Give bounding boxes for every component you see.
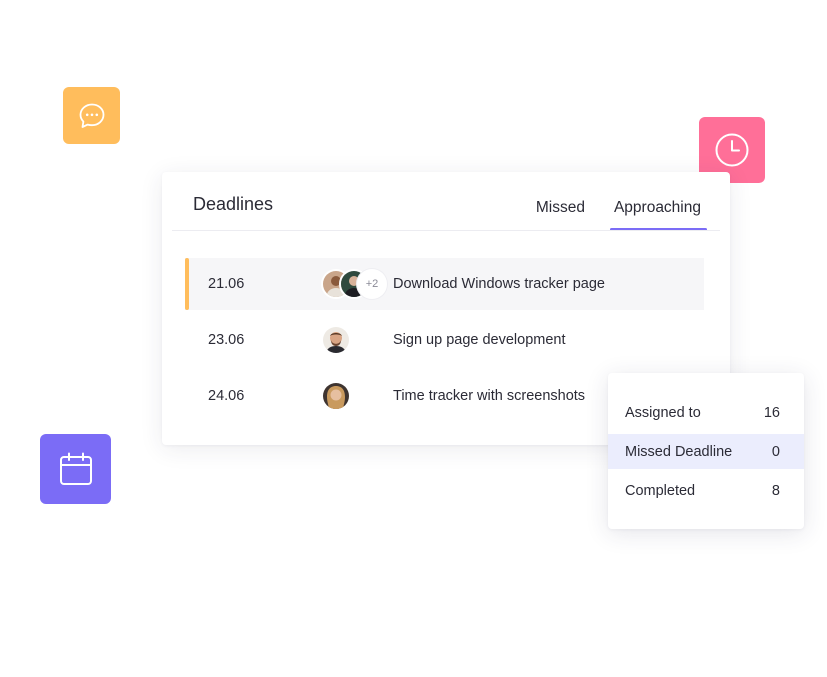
stat-label: Missed Deadline	[625, 443, 733, 460]
stat-row-missed-deadline[interactable]: Missed Deadline 0	[608, 434, 804, 469]
stat-value: 16	[763, 404, 780, 421]
chat-tile	[63, 87, 120, 144]
stat-value: 0	[771, 443, 780, 460]
deadline-row[interactable]: 23.06 Sign up page development	[185, 314, 704, 366]
deadline-date: 23.06	[208, 332, 245, 348]
assignee-group[interactable]: +2	[321, 269, 387, 299]
deadline-task: Time tracker with screenshots	[393, 388, 586, 404]
calendar-icon	[59, 452, 92, 485]
deadline-date: 24.06	[208, 388, 245, 404]
stat-row-assigned[interactable]: Assigned to 16	[608, 395, 804, 430]
avatar	[321, 325, 351, 355]
assignee-group[interactable]	[321, 325, 351, 355]
deadline-row[interactable]: 21.06 +2 Downl	[185, 258, 704, 310]
deadline-tabs: Missed Approaching	[507, 199, 708, 231]
deadline-task: Download Windows tracker page	[393, 276, 605, 292]
card-divider	[172, 230, 720, 231]
deadline-row[interactable]: 24.06 Time tracker with screenshots	[185, 370, 704, 422]
stat-row-completed[interactable]: Completed 8	[608, 473, 804, 508]
clock-icon	[715, 133, 749, 167]
deadline-date: 21.06	[208, 276, 245, 292]
avatar	[321, 381, 351, 411]
stat-label: Assigned to	[625, 404, 701, 421]
calendar-tile	[40, 434, 111, 504]
deadlines-title: Deadlines	[193, 194, 274, 214]
tab-approaching[interactable]: Approaching	[609, 199, 708, 231]
task-stats-card: Assigned to 16 Missed Deadline 0 Complet…	[608, 373, 804, 529]
tab-missed[interactable]: Missed	[535, 199, 585, 216]
stat-value: 8	[771, 482, 780, 499]
stat-label: Completed	[625, 482, 696, 499]
extra-assignees-count: +2	[357, 269, 387, 299]
assignee-group[interactable]	[321, 381, 351, 411]
deadline-task: Sign up page development	[393, 332, 566, 348]
chat-bubble-icon	[79, 103, 104, 128]
